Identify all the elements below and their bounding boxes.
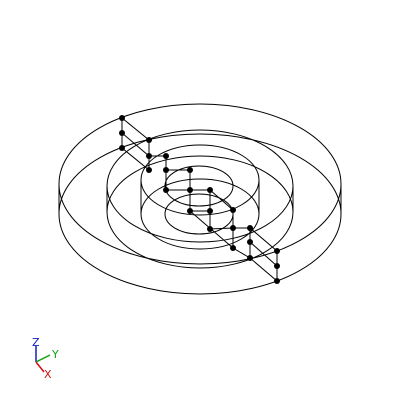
- vertex[interactable]: [274, 248, 280, 254]
- vertex[interactable]: [274, 263, 280, 269]
- vertex[interactable]: [247, 239, 253, 245]
- vertex[interactable]: [187, 208, 193, 214]
- section-edge-11: [232, 247, 251, 259]
- section-edge-13: [249, 241, 278, 267]
- section-edge-2: [121, 132, 150, 157]
- vertex[interactable]: [230, 225, 236, 231]
- vertex-markers[interactable]: [119, 115, 280, 284]
- vertex[interactable]: [207, 208, 213, 214]
- section-edge-1: [121, 117, 150, 141]
- section-edge-12: [249, 227, 278, 281]
- vertex[interactable]: [274, 278, 280, 284]
- section-edge-7: [209, 189, 234, 248]
- vertex[interactable]: [187, 187, 193, 193]
- vertex[interactable]: [163, 167, 169, 173]
- vertex[interactable]: [230, 207, 236, 213]
- vertex[interactable]: [163, 187, 169, 193]
- x-axis-label: X: [44, 368, 52, 381]
- y-axis-line: [35, 354, 51, 363]
- outer-disc[interactable]: [58, 103, 342, 295]
- vertex[interactable]: [207, 187, 213, 193]
- vertex[interactable]: [187, 167, 193, 173]
- vertex[interactable]: [163, 153, 169, 159]
- x-axis-line: [35, 361, 45, 373]
- vertex[interactable]: [146, 153, 152, 159]
- section-edge-10: [233, 227, 251, 258]
- vertex[interactable]: [119, 130, 125, 136]
- vertex[interactable]: [230, 245, 236, 251]
- vertex[interactable]: [146, 167, 152, 173]
- bore-top-rim: [164, 165, 234, 207]
- section-edge-14: [249, 257, 278, 282]
- center-boss[interactable]: [140, 144, 260, 250]
- vertex[interactable]: [146, 137, 152, 143]
- vertex[interactable]: [247, 225, 253, 231]
- vertex[interactable]: [119, 115, 125, 121]
- y-axis-label: Y: [51, 348, 59, 361]
- vertex[interactable]: [207, 226, 213, 232]
- section-edge-3: [121, 147, 150, 171]
- inner-disc[interactable]: [106, 129, 294, 269]
- z-axis-label: Z: [32, 336, 40, 349]
- vertex[interactable]: [119, 145, 125, 151]
- vertex[interactable]: [247, 255, 253, 261]
